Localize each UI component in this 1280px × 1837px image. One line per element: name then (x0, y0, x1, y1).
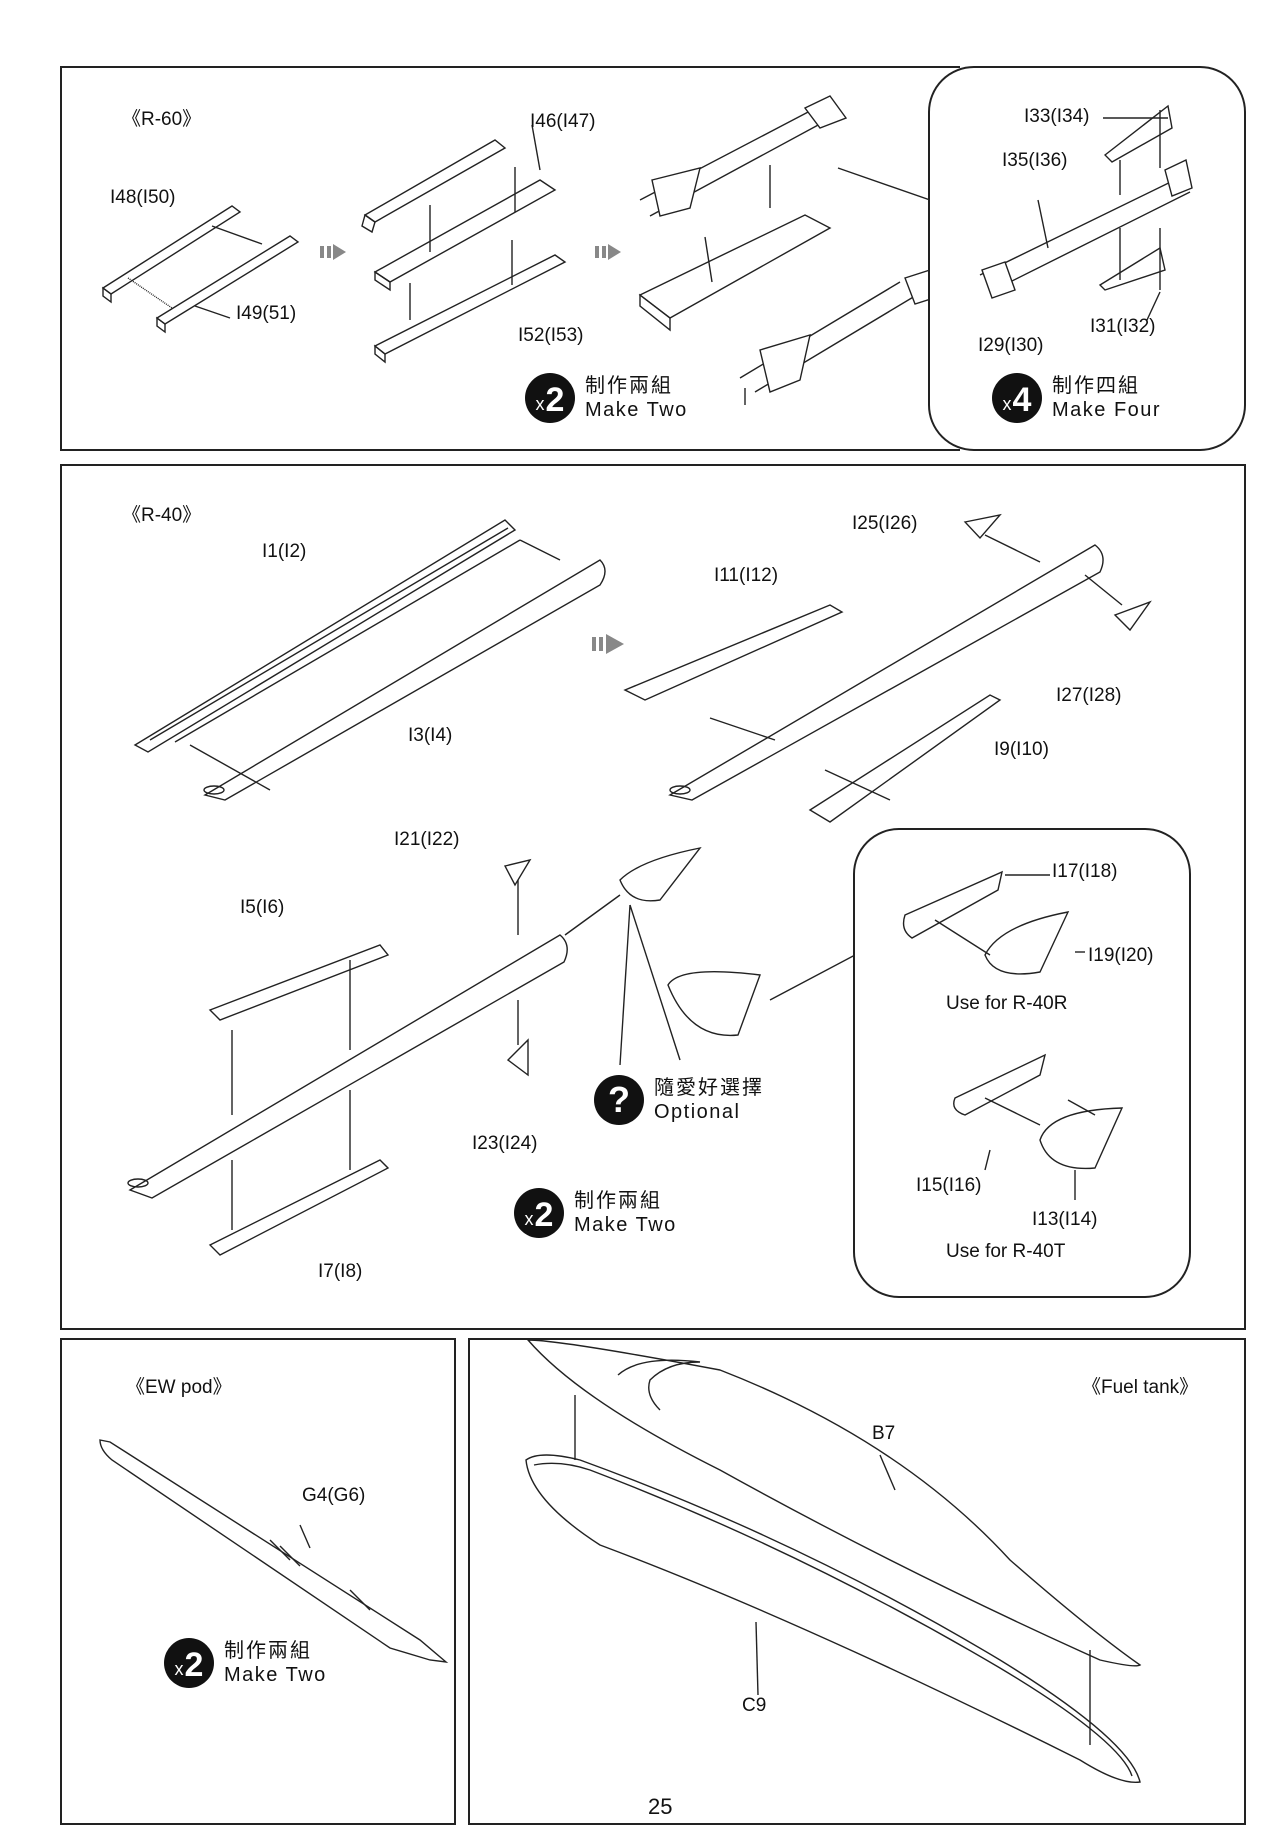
label-i46: I46(I47) (530, 111, 596, 132)
ew-pod-panel (60, 1338, 456, 1825)
label-i11: I11(I12) (714, 565, 779, 586)
label-i7: I7(I8) (318, 1261, 363, 1282)
r40-detail-inset (853, 828, 1191, 1298)
label-use-r40r: Use for R-40R (946, 993, 1068, 1014)
r60-drawing (0, 0, 1280, 470)
label-i9: I9(I10) (994, 739, 1049, 760)
fuel-tank-title: 《Fuel tank》 (1082, 1377, 1199, 1398)
label-i48: I48(I50) (110, 187, 176, 208)
ew-pod-badge-zh: 制作兩組 (224, 1638, 312, 1662)
label-b7: B7 (872, 1423, 896, 1444)
r60-badge-zh: 制作兩組 (585, 373, 673, 397)
label-i35: I35(I36) (1002, 150, 1068, 171)
r40-step-arrow (592, 634, 624, 654)
r40-body-i1 (135, 520, 520, 752)
r40-body-assembled (625, 515, 1150, 822)
r40-drawing (0, 0, 1280, 1330)
r60-detail-badge-zh: 制作四組 (1052, 373, 1140, 397)
r60-launcher (362, 125, 565, 362)
label-g4: G4(G6) (302, 1485, 366, 1506)
r60-detail-drawing (0, 0, 1280, 470)
label-i15: I15(I16) (916, 1175, 982, 1196)
label-i13: I13(I14) (1032, 1209, 1098, 1230)
r60-detail-inset (928, 66, 1246, 451)
ew-pod-title: 《EW pod》 (126, 1377, 232, 1398)
r40-optional-badge: ? 隨愛好選擇 Optional (594, 1075, 764, 1125)
label-i1: I1(I2) (262, 541, 307, 562)
label-i17: I17(I18) (1052, 861, 1118, 882)
r40-panel (60, 464, 1246, 1330)
label-use-r40t: Use for R-40T (946, 1241, 1066, 1262)
r60-rail-parts (103, 206, 298, 332)
label-i27: I27(I28) (1056, 685, 1122, 706)
label-i52: I52(I53) (518, 325, 584, 346)
label-i19: I19(I20) (1088, 945, 1154, 966)
r60-badge-en: Make Two (585, 399, 688, 421)
label-i3: I3(I4) (408, 725, 453, 746)
r60-detail-badge-en: Make Four (1052, 399, 1162, 421)
label-i29: I29(I30) (978, 335, 1044, 356)
r40-title: 《R-40》 (122, 505, 202, 526)
r40-detail-drawing (0, 0, 1280, 1330)
label-i21: I21(I22) (394, 829, 460, 850)
r60-title: 《R-60》 (122, 109, 202, 130)
label-i23: I23(I24) (472, 1133, 538, 1154)
r40-body-i3 (190, 540, 605, 800)
label-c9: C9 (742, 1695, 767, 1716)
r40-badge-zh: 制作兩組 (574, 1188, 662, 1212)
page-number: 25 (648, 1794, 673, 1819)
label-i33: I33(I34) (1024, 106, 1090, 127)
label-i5: I5(I6) (240, 897, 285, 918)
r40-optional-zh: 隨愛好選擇 (654, 1075, 764, 1099)
r60-step-arrow-2 (595, 244, 621, 260)
r40-badge-en: Make Two (574, 1214, 677, 1236)
r40-optional-en: Optional (654, 1101, 741, 1123)
r40-body-exploded (128, 860, 567, 1255)
fuel-tank-panel (468, 1338, 1246, 1825)
r60-panel (60, 66, 960, 451)
label-i31: I31(I32) (1090, 316, 1156, 337)
r60-step-arrow-1 (320, 244, 346, 260)
question-icon: ? (594, 1075, 644, 1125)
label-i25: I25(I26) (852, 513, 918, 534)
ew-pod-badge-en: Make Two (224, 1664, 327, 1686)
label-i49: I49(51) (236, 303, 297, 324)
r40-optional-noses (565, 848, 760, 1065)
